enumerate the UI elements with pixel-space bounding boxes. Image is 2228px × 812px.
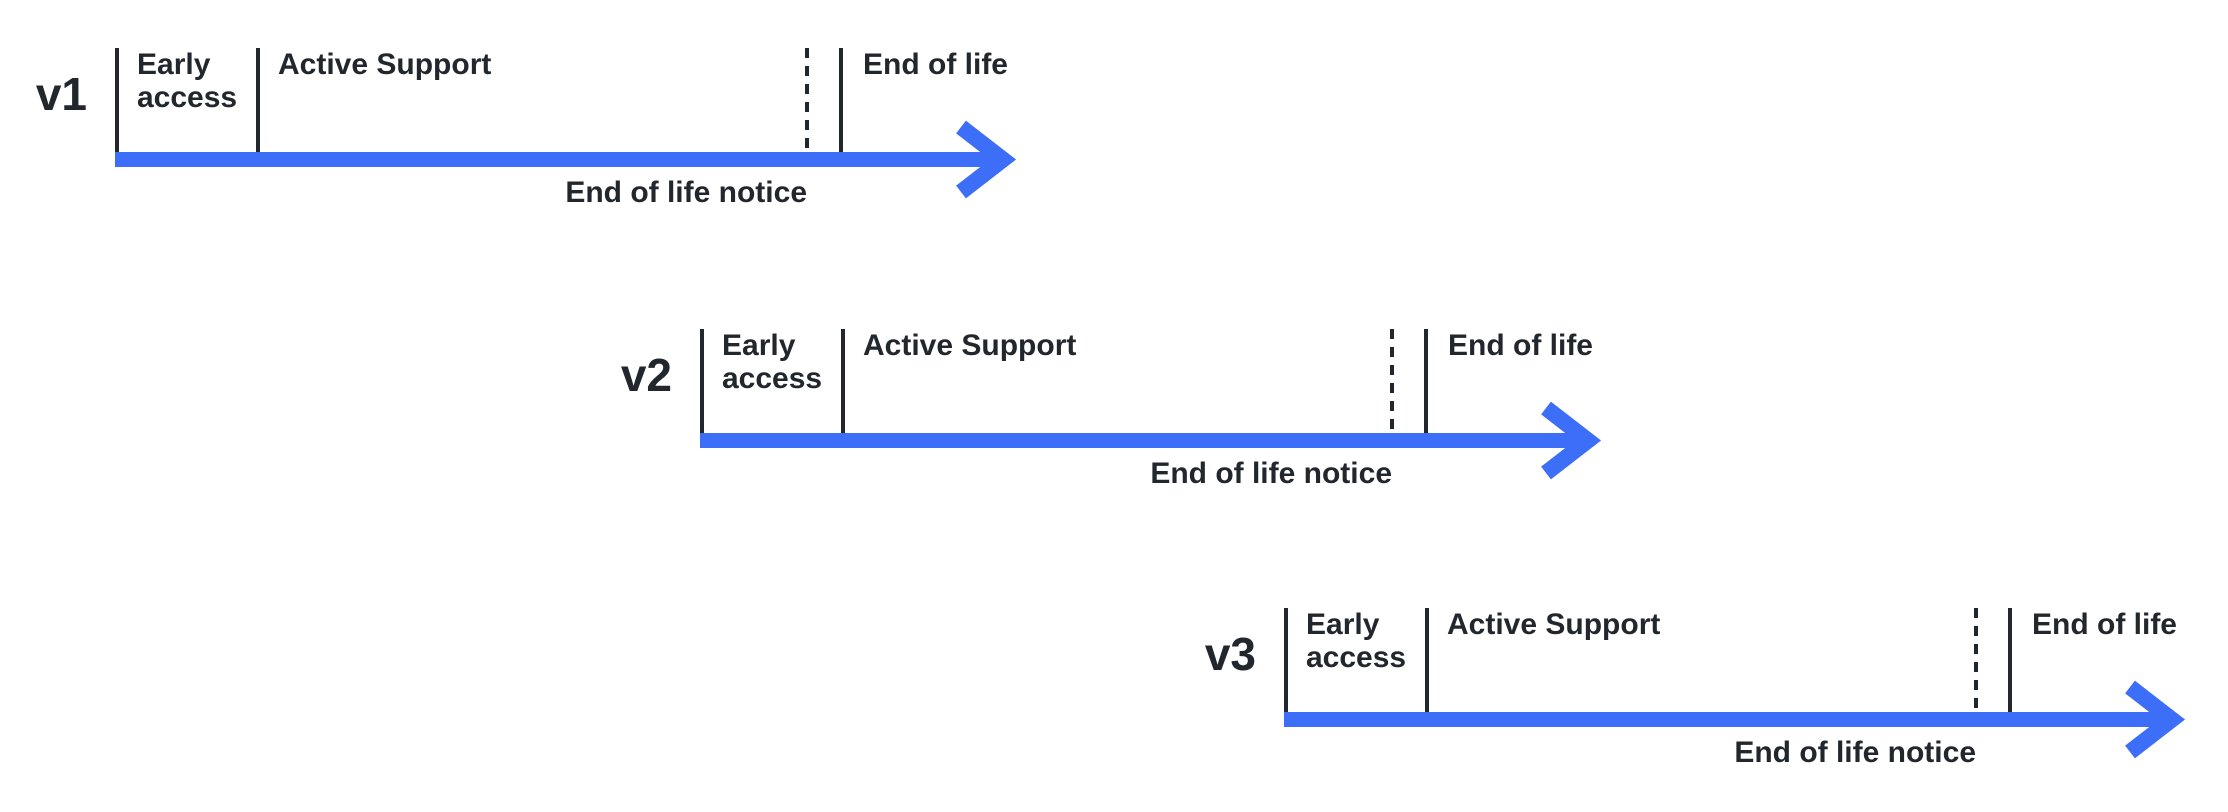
end-of-life-notice-label: End of life notice — [1150, 457, 1392, 490]
active-support-label: Active Support — [278, 48, 492, 81]
end-of-life-label: End of life — [2032, 608, 2177, 641]
eol-notice-dashed-line — [805, 48, 809, 149]
early-access-start-tick — [1284, 608, 1288, 712]
end-of-life-notice-label: End of life notice — [565, 176, 807, 209]
timeline-arrow — [700, 401, 1602, 480]
active-support-start-tick — [841, 329, 845, 433]
end-of-life-tick — [2008, 608, 2012, 712]
timeline-row-v1: v1 Early access Active Support End of li… — [36, 48, 1027, 228]
version-label: v2 — [620, 349, 672, 401]
version-label: v1 — [35, 68, 87, 120]
active-support-label: Active Support — [863, 329, 1077, 362]
timeline-row-v2: v2 Early access Active Support End of li… — [621, 329, 1612, 509]
end-of-life-label: End of life — [863, 48, 1008, 81]
end-of-life-tick — [839, 48, 843, 152]
active-support-start-tick — [256, 48, 260, 152]
end-of-life-label: End of life — [1448, 329, 1593, 362]
active-support-label: Active Support — [1447, 608, 1661, 641]
active-support-start-tick — [1425, 608, 1429, 712]
version-label: v3 — [1204, 628, 1256, 680]
eol-notice-dashed-line — [1974, 608, 1978, 709]
end-of-life-notice-label: End of life notice — [1734, 736, 1976, 769]
early-access-start-tick — [115, 48, 119, 152]
early-access-label: Early access — [1306, 608, 1407, 674]
end-of-life-tick — [1424, 329, 1428, 433]
timeline-arrow — [1284, 680, 2186, 759]
timeline-arrow — [115, 120, 1017, 199]
early-access-label: Early access — [722, 329, 823, 395]
early-access-label: Early access — [137, 48, 238, 114]
timeline-row-v3: v3 Early access Active Support End of li… — [1205, 608, 2196, 788]
early-access-start-tick — [700, 329, 704, 433]
eol-notice-dashed-line — [1390, 329, 1394, 430]
